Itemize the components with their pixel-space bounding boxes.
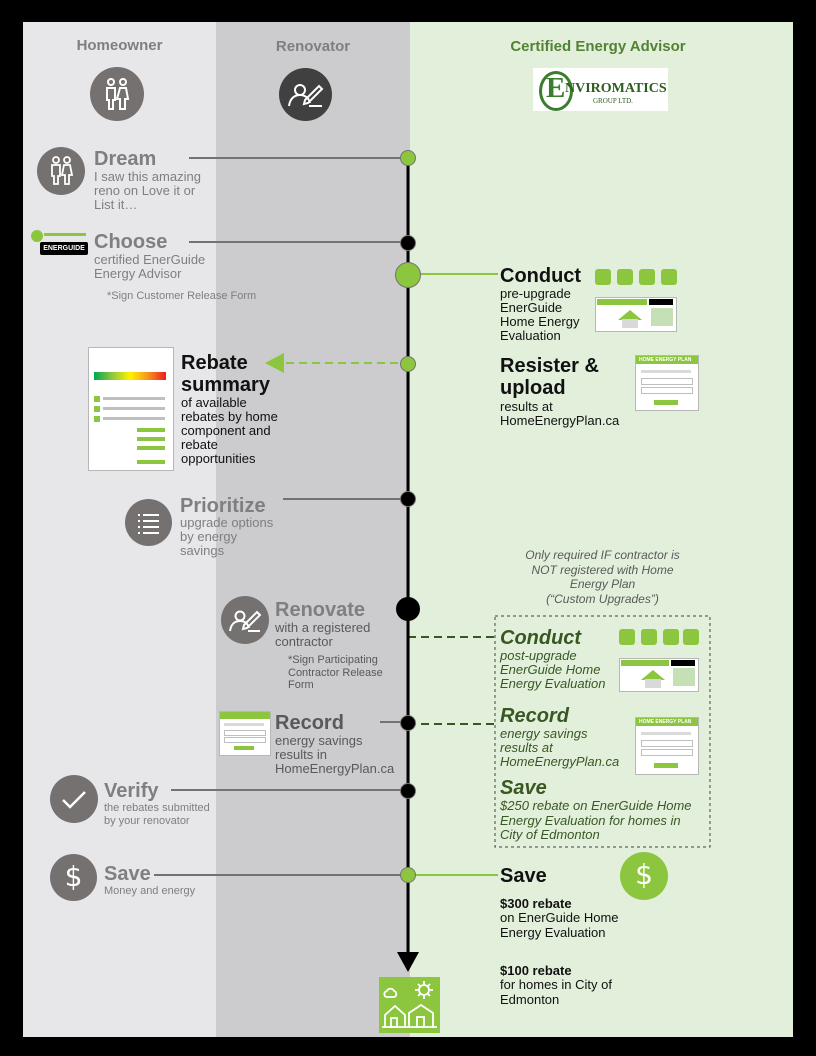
choose-note: *Sign Customer Release Form bbox=[107, 290, 257, 302]
houses-icon bbox=[379, 977, 440, 1033]
checkmark-icon bbox=[50, 775, 98, 823]
energuide-logo: ENERGUIDE bbox=[28, 230, 90, 256]
choose-node bbox=[400, 235, 416, 251]
renovator-icon bbox=[279, 68, 332, 121]
renovation-report-thumbnail bbox=[595, 297, 677, 332]
renovate-node bbox=[396, 597, 420, 621]
dollar-icon: $ bbox=[50, 854, 97, 901]
save-title: Save bbox=[104, 863, 151, 885]
renovation-report-thumbnail bbox=[619, 658, 699, 692]
record-title: Record bbox=[275, 712, 344, 734]
record-cea-title: Record bbox=[500, 705, 569, 727]
record-node bbox=[400, 715, 416, 731]
save-body: Money and energy bbox=[104, 885, 196, 897]
renovator-header: Renovator bbox=[275, 38, 351, 55]
timeline-connectors bbox=[154, 157, 711, 972]
dollar-icon: $ bbox=[620, 852, 668, 900]
list-icon bbox=[125, 499, 172, 546]
home-energy-plan-thumbnail: HOME ENERGY PLAN bbox=[635, 717, 699, 775]
choose-title: Choose bbox=[94, 231, 168, 253]
conduct-node bbox=[395, 262, 421, 288]
report-icon bbox=[661, 269, 677, 285]
save-box-title: Save bbox=[500, 777, 547, 799]
checklist-icon bbox=[595, 269, 611, 285]
appliance-icon bbox=[617, 269, 633, 285]
prioritize-node bbox=[400, 491, 416, 507]
renovate-title: Renovate bbox=[275, 599, 366, 621]
renovator-icon bbox=[221, 596, 269, 644]
home-energy-plan-thumbnail: HOME ENERGY PLAN bbox=[635, 355, 699, 411]
save-cea-title: Save bbox=[500, 865, 547, 887]
dream-title: Dream bbox=[94, 148, 157, 170]
dream-node bbox=[400, 150, 416, 166]
verify-node bbox=[400, 783, 416, 799]
verify-title: Verify bbox=[104, 780, 159, 802]
box-icon bbox=[639, 269, 655, 285]
checklist-icon bbox=[619, 629, 635, 645]
homeowner-header: Homeowner bbox=[76, 37, 163, 54]
box-icon bbox=[663, 629, 679, 645]
renovator-column bbox=[216, 22, 410, 1037]
rebate-100: $100 rebate bbox=[500, 963, 572, 978]
prioritize-title: Prioritize bbox=[180, 495, 266, 517]
rebate-300: $300 rebate bbox=[500, 896, 572, 911]
rebate-node bbox=[400, 356, 416, 372]
conduct-title: Conduct bbox=[500, 265, 582, 287]
enviromatics-logo: E NVIROMATICS GROUP LTD. bbox=[533, 68, 668, 111]
conduct-post-title: Conduct bbox=[500, 627, 582, 649]
save-node bbox=[400, 867, 416, 883]
home-energy-plan-thumbnail bbox=[219, 711, 271, 756]
advisor-header: Certified Energy Advisor bbox=[510, 38, 686, 55]
advisor-column bbox=[410, 22, 793, 1037]
people-icon bbox=[90, 67, 144, 121]
rebate-report-thumbnail bbox=[88, 347, 174, 471]
people-icon bbox=[37, 147, 85, 195]
appliance-icon bbox=[641, 629, 657, 645]
report-icon bbox=[683, 629, 699, 645]
process-diagram: Homeowner Renovator Certified Energy Adv… bbox=[23, 22, 793, 1037]
register-title: Resister &upload bbox=[500, 355, 599, 399]
